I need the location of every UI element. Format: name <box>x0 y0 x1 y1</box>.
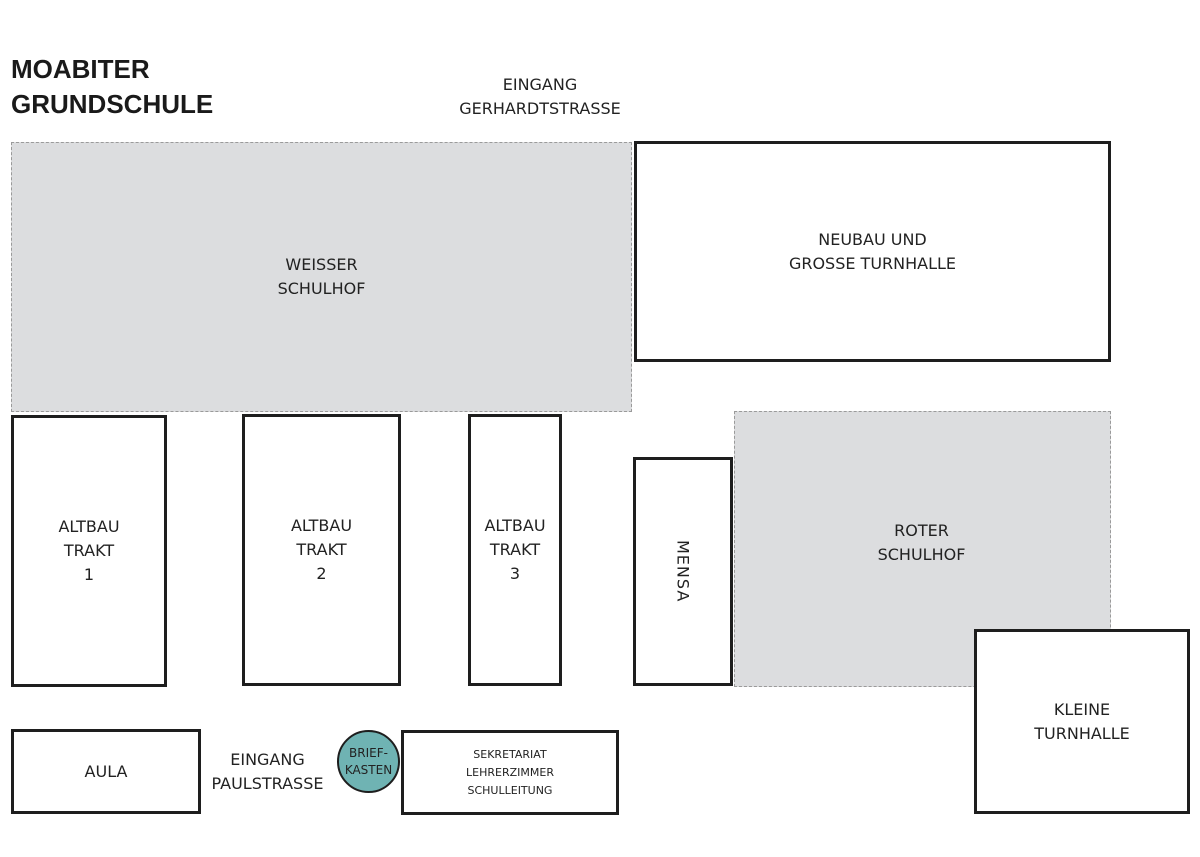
map-label: GERHARDTSTRASSE <box>459 99 621 118</box>
sekretariat-lehrerzimmer-schulleitung: SEKRETARIAT LEHRERZIMMER SCHULLEITUNG <box>401 730 619 815</box>
entrance-gerhardtstrasse: EINGANG GERHARDTSTRASSE <box>440 73 640 121</box>
map-label: ALTBAU <box>58 517 120 536</box>
roter-schulhof: ROTER SCHULHOF <box>734 411 1111 687</box>
mensa: MENSA <box>633 457 733 686</box>
map-label: EINGANG <box>230 750 305 769</box>
map-label: ALTBAU <box>484 516 546 535</box>
map-label: KLEINE <box>1053 699 1111 719</box>
aula: AULA <box>11 729 201 814</box>
kleine-turnhalle: KLEINE TURNHALLE <box>974 629 1190 814</box>
altbau-trakt-1: ALTBAU TRAKT 1 <box>11 415 167 687</box>
map-label: LEHRERZIMMER <box>466 765 554 779</box>
title-line: MOABITER <box>11 54 150 84</box>
map-label: SCHULLEITUNG <box>467 783 553 797</box>
entrance-paulstrasse: EINGANG PAULSTRASSE <box>200 748 335 796</box>
map-label: BRIEF- <box>349 745 388 760</box>
map-label: NEUBAU UND <box>818 229 927 249</box>
map-label: PAULSTRASSE <box>211 774 324 793</box>
map-label: TRAKT <box>489 540 541 559</box>
weisser-schulhof: WEISSER SCHULHOF <box>11 142 632 412</box>
map-label: TRAKT <box>63 541 115 560</box>
title-line: GRUNDSCHULE <box>11 89 214 119</box>
map-label: KASTEN <box>344 762 393 777</box>
map-label: GROSSE TURNHALLE <box>788 253 957 273</box>
altbau-trakt-3: ALTBAU TRAKT 3 <box>468 414 562 686</box>
mensa-label: MENSA <box>673 540 693 603</box>
map-label: WEISSER <box>285 255 358 274</box>
map-label: ROTER <box>894 521 949 540</box>
map-label: SEKRETARIAT <box>473 747 547 761</box>
altbau-trakt-2: ALTBAU TRAKT 2 <box>242 414 401 686</box>
neubau-grosse-turnhalle: NEUBAU UND GROSSE TURNHALLE <box>634 141 1111 362</box>
map-label: ALTBAU <box>290 516 353 535</box>
map-label: SCHULHOF <box>877 545 966 564</box>
page-title: MOABITER GRUNDSCHULE <box>11 52 213 122</box>
map-label: AULA <box>84 761 128 781</box>
map-label: SCHULHOF <box>277 279 366 298</box>
map-label: EINGANG <box>502 75 578 94</box>
map-label: 1 <box>83 565 95 584</box>
map-label: 3 <box>509 564 521 583</box>
map-label: TURNHALLE <box>1034 723 1130 743</box>
map-label: 2 <box>316 564 327 583</box>
briefkasten-mailbox: BRIEF- KASTEN <box>337 730 400 793</box>
map-label: TRAKT <box>296 540 347 559</box>
